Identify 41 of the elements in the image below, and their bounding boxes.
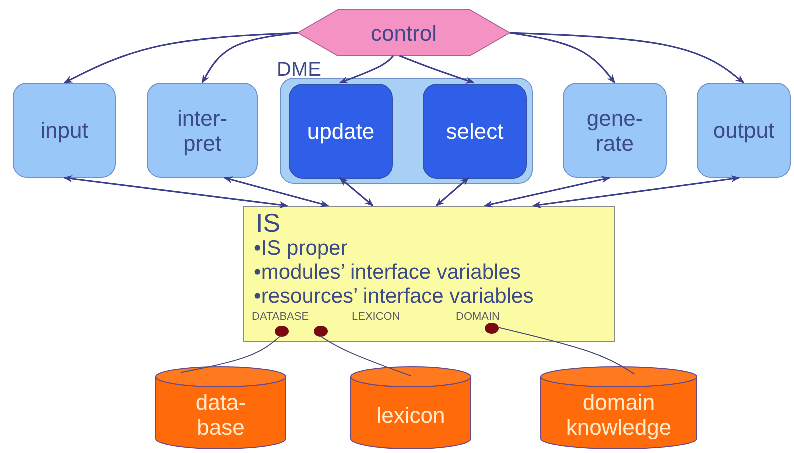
node-label: control [370, 20, 438, 46]
process-box [423, 84, 527, 179]
connector-dot [314, 326, 328, 337]
node-label: output [713, 118, 775, 143]
process-box [697, 83, 791, 178]
node-label: domain knowledge [565, 390, 673, 440]
arrow [339, 55, 394, 84]
port-label: DATABASE [252, 311, 310, 324]
process-box [563, 83, 667, 178]
port-label: DOMAIN [456, 311, 500, 324]
state-box [243, 206, 615, 342]
node-label: input [40, 118, 88, 143]
arrow [510, 32, 745, 84]
node-label: update [307, 119, 375, 144]
process-box [289, 84, 393, 179]
arrow [202, 32, 298, 84]
bullet-item: •resources’ interface variables [254, 285, 534, 308]
arrow [532, 176, 740, 208]
node-label: inter- pret [176, 106, 229, 156]
arrow [64, 175, 289, 209]
connector-dot [275, 326, 289, 337]
node-label: data- base [194, 390, 248, 440]
process-box [147, 83, 258, 178]
group-heading: DME [277, 59, 322, 82]
arrow [484, 176, 611, 208]
arrow [339, 177, 374, 207]
process-box [13, 83, 116, 178]
connector-dot [485, 323, 499, 334]
node-label: gene- rate [586, 106, 644, 156]
bullet-item: •modules’ interface variables [254, 261, 521, 284]
node-label: select [446, 119, 504, 144]
box-heading: IS [256, 209, 281, 237]
port-label: LEXICON [352, 311, 400, 324]
arrow [224, 176, 330, 208]
bullet-item: •IS proper [254, 237, 348, 260]
arrow [436, 177, 470, 207]
process-hexagon [298, 10, 510, 56]
arrow [510, 32, 616, 84]
arrow [64, 32, 298, 84]
arrow [399, 55, 475, 84]
node-label: lexicon [376, 402, 446, 428]
